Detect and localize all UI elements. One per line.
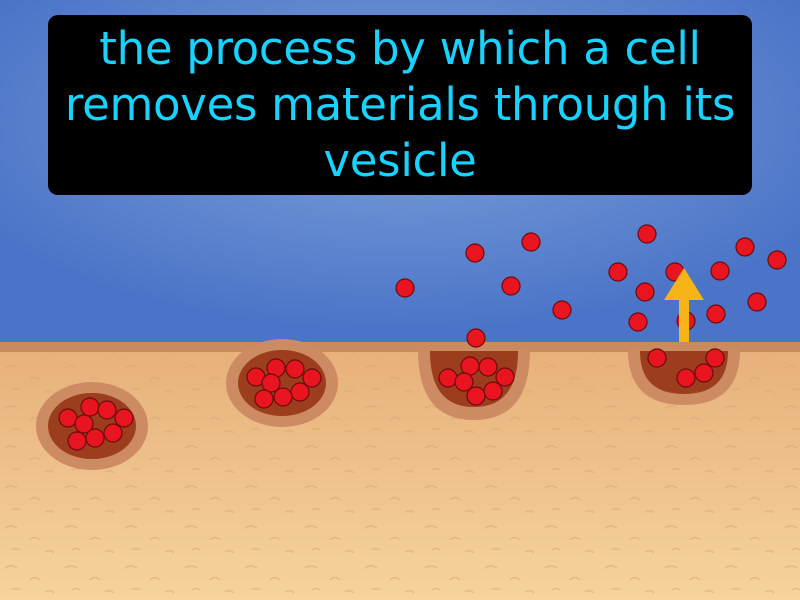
particle-group-vesicle-1 [58,397,134,451]
particle-icon [466,386,486,406]
particle-group-vesicle-4 [647,348,725,388]
particle-icon [254,389,274,409]
particle-icon [395,278,415,298]
particle-icon [637,224,657,244]
particle-icon [74,414,94,434]
particle-icon [501,276,521,296]
particle-icon [58,408,78,428]
particle-icon [705,348,725,368]
particle-icon [438,368,458,388]
particle-icon [552,300,572,320]
vesicle-approaching-membrane [226,339,338,427]
particle-icon [80,397,100,417]
particle-icon [302,368,322,388]
particle-icon [676,368,696,388]
particle-icon [85,428,105,448]
particle-icon [628,312,648,332]
particle-icon [608,262,628,282]
particle-icon [735,237,755,257]
particle-icon [103,423,123,443]
particle-icon [290,382,310,402]
particle-icon [460,356,480,376]
particle-icon [635,282,655,302]
particle-icon [706,304,726,324]
particle-icon [67,431,87,451]
particle-icon [466,328,486,348]
definition-caption-box: the process by which a cell removes mate… [48,15,752,195]
particle-group-vesicle-2 [246,358,322,409]
particle-icon [747,292,767,312]
particle-icon [647,348,667,368]
particle-icon [694,363,714,383]
particle-icon [521,232,541,252]
arrow-up-icon [664,268,704,342]
particle-icon [285,359,305,379]
particle-icon [710,261,730,281]
particle-icon [261,373,281,393]
particle-icon [483,381,503,401]
definition-text: the process by which a cell removes mate… [64,22,736,187]
particle-icon [465,243,485,263]
particle-icon [114,408,134,428]
particle-icon [767,250,787,270]
cell-membrane [0,342,800,352]
particle-icon [478,357,498,377]
particle-icon [495,367,515,387]
particle-icon [273,387,293,407]
particle-icon [454,372,474,392]
particle-group-vesicle-3 [438,356,515,406]
particle-icon [97,400,117,420]
